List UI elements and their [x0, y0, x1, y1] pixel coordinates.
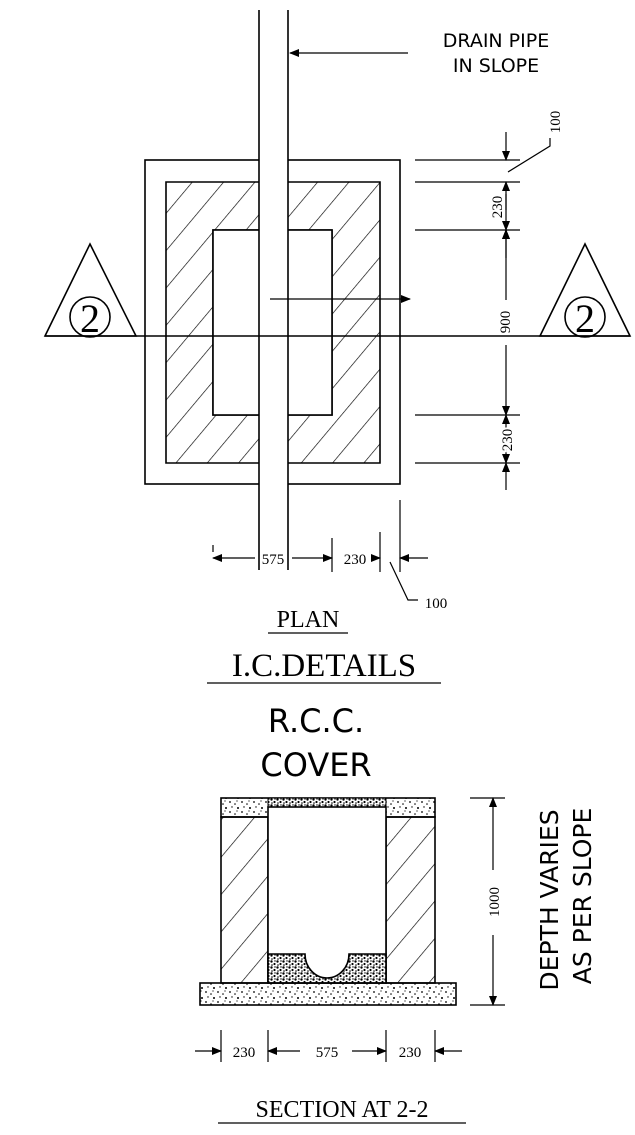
section-marker-right: 2 [538, 242, 632, 341]
dim-section-wall-right: 230 [399, 1045, 422, 1061]
plan-view: DRAIN PIPE IN SLOPE 2 2 [43, 10, 632, 634]
depth-note-line2: AS PER SLOPE [568, 808, 597, 985]
drain-pipe-label-line1: DRAIN PIPE [443, 30, 549, 52]
section-benching [267, 953, 387, 984]
svg-text:2: 2 [575, 296, 595, 341]
section-wall-right [385, 816, 436, 984]
cover-label-line1: R.C.C. [268, 702, 364, 740]
section-view: R.C.C. COVER 1000 DEPTH VARIES AS PER SL… [195, 702, 597, 1124]
depth-note-line1: DEPTH VARIES [535, 809, 564, 990]
dim-depth: 1000 [487, 887, 503, 917]
section-marker-left: 2 [43, 242, 138, 341]
dim-right-offset: 100 [425, 596, 448, 612]
dim-top-offset: 100 [548, 111, 564, 134]
dim-inner-depth: 900 [498, 311, 514, 334]
plan-horizontal-dimensions: 575 230 100 [212, 500, 448, 612]
drain-pipe [259, 10, 288, 570]
plan-vertical-dimensions: 100 230 900 230 [415, 111, 564, 490]
plan-title: PLAN [277, 607, 340, 633]
section-wall-left [220, 816, 269, 984]
dim-wall-top: 230 [490, 196, 506, 219]
dim-section-wall-left: 230 [233, 1045, 256, 1061]
dim-wall-right: 230 [344, 552, 367, 568]
dim-section-inner: 575 [316, 1045, 339, 1061]
page-heading: I.C.DETAILS [232, 648, 416, 684]
section-horizontal-dimensions: 230 575 230 [195, 1030, 462, 1063]
drain-pipe-label-line2: IN SLOPE [453, 55, 539, 77]
cover-label-line2: COVER [260, 746, 371, 784]
svg-text:2: 2 [80, 296, 100, 341]
section-depth-dimension: 1000 [470, 797, 505, 1006]
dim-wall-bottom: 230 [500, 429, 516, 452]
section-title: SECTION AT 2-2 [256, 1097, 429, 1123]
dim-inner-width: 575 [262, 552, 285, 568]
section-base-pcc [199, 982, 457, 1006]
